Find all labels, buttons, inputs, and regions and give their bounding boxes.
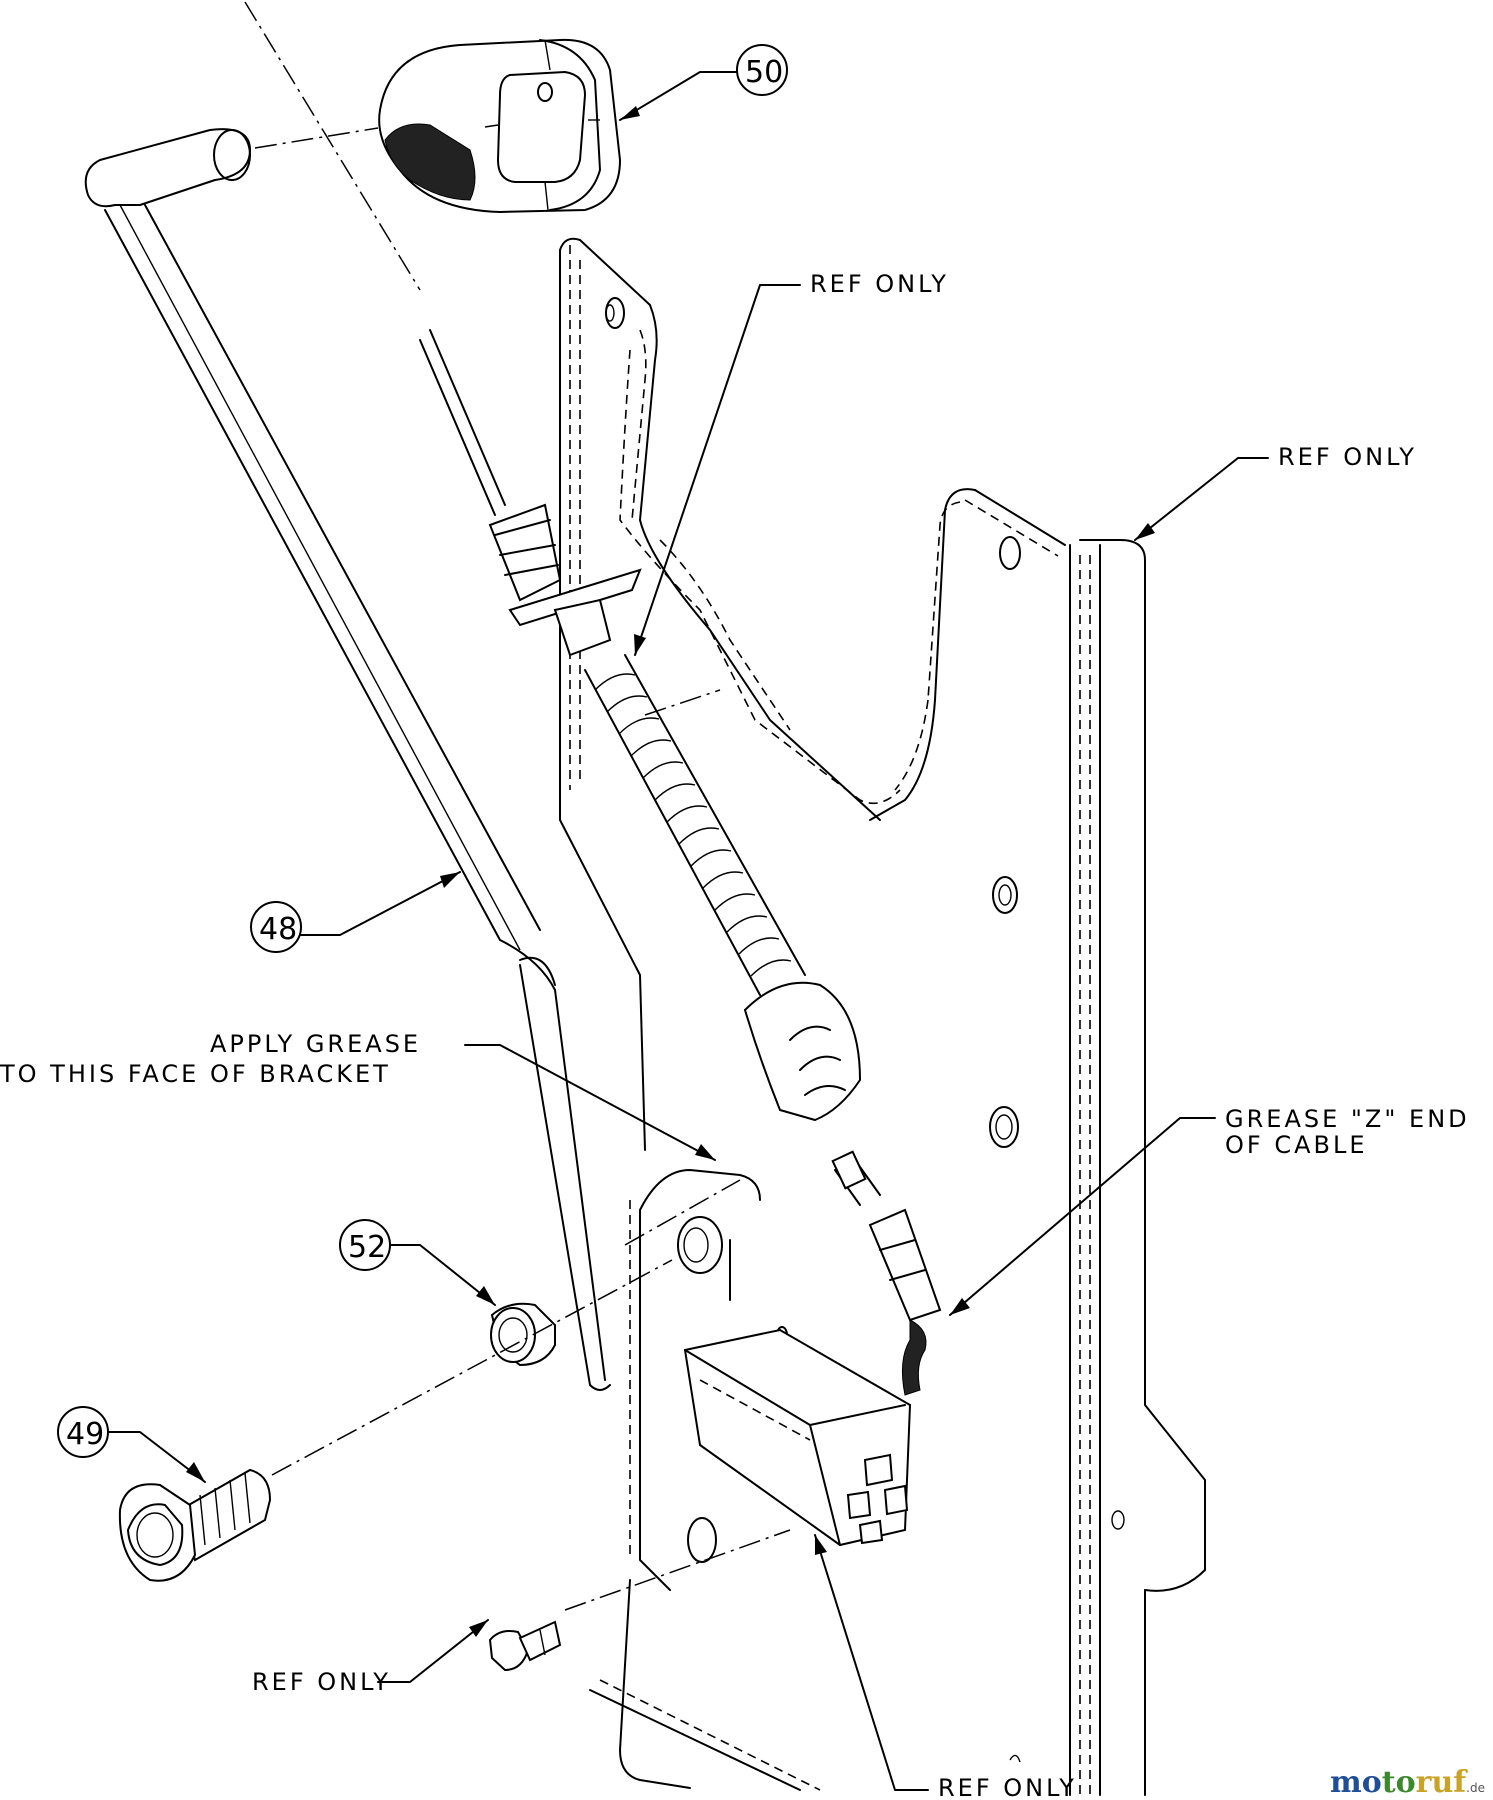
note-ref-only-screw: REF ONLY: [252, 1619, 489, 1696]
note-ref-only-frame: REF ONLY: [1134, 443, 1417, 541]
apply-grease-line2: TO THIS FACE OF BRACKET: [0, 1060, 391, 1088]
callout-50-number: 50: [745, 55, 783, 90]
callout-48-number: 48: [259, 912, 297, 947]
callout-52: 52: [339, 1219, 496, 1306]
ref-only-cable-label: REF ONLY: [810, 270, 949, 298]
cable-assembly: [419, 329, 942, 1396]
safety-switch: [683, 1328, 912, 1547]
note-apply-grease: APPLY GREASE TO THIS FACE OF BRACKET: [0, 1030, 716, 1161]
note-grease-z-end: GREASE "Z" END OF CABLE: [949, 1105, 1470, 1316]
bellows-ribs: [594, 673, 792, 977]
callout-52-number: 52: [348, 1230, 386, 1265]
watermark-part3: ruf: [1416, 1765, 1469, 1800]
callout-49-number: 49: [66, 1417, 104, 1452]
apply-grease-line1: APPLY GREASE: [210, 1030, 421, 1058]
svg-text:motoruf.de: motoruf.de: [1330, 1765, 1485, 1800]
grip: [378, 38, 622, 214]
frame-plate: [869, 488, 1206, 1796]
callout-49: 49: [57, 1406, 206, 1483]
watermark-part2: to: [1382, 1765, 1416, 1800]
ref-only-switch-label: REF ONLY: [938, 1774, 1077, 1800]
callout-50: 50: [619, 44, 788, 121]
ref-only-frame-label: REF ONLY: [1278, 443, 1417, 471]
watermark-logo: motoruf.de: [1330, 1765, 1485, 1800]
grease-z-line1: GREASE "Z" END: [1225, 1105, 1470, 1133]
watermark-part1: mo: [1330, 1765, 1382, 1800]
note-ref-only-cable: REF ONLY: [634, 270, 949, 656]
small-screw: [488, 1620, 562, 1672]
handle-lever: [84, 128, 611, 1391]
flange-bolt: [118, 1468, 272, 1582]
grease-z-line2: OF CABLE: [1225, 1131, 1368, 1159]
centerlines: [244, 1, 791, 1611]
note-ref-only-switch: REF ONLY: [814, 1534, 1077, 1800]
callout-48: 48: [250, 871, 461, 953]
lever-bracket: [559, 237, 901, 1791]
watermark-suffix: .de: [1466, 1781, 1485, 1795]
ref-only-screw-label: REF ONLY: [252, 1668, 391, 1696]
spacer: [490, 1302, 556, 1367]
